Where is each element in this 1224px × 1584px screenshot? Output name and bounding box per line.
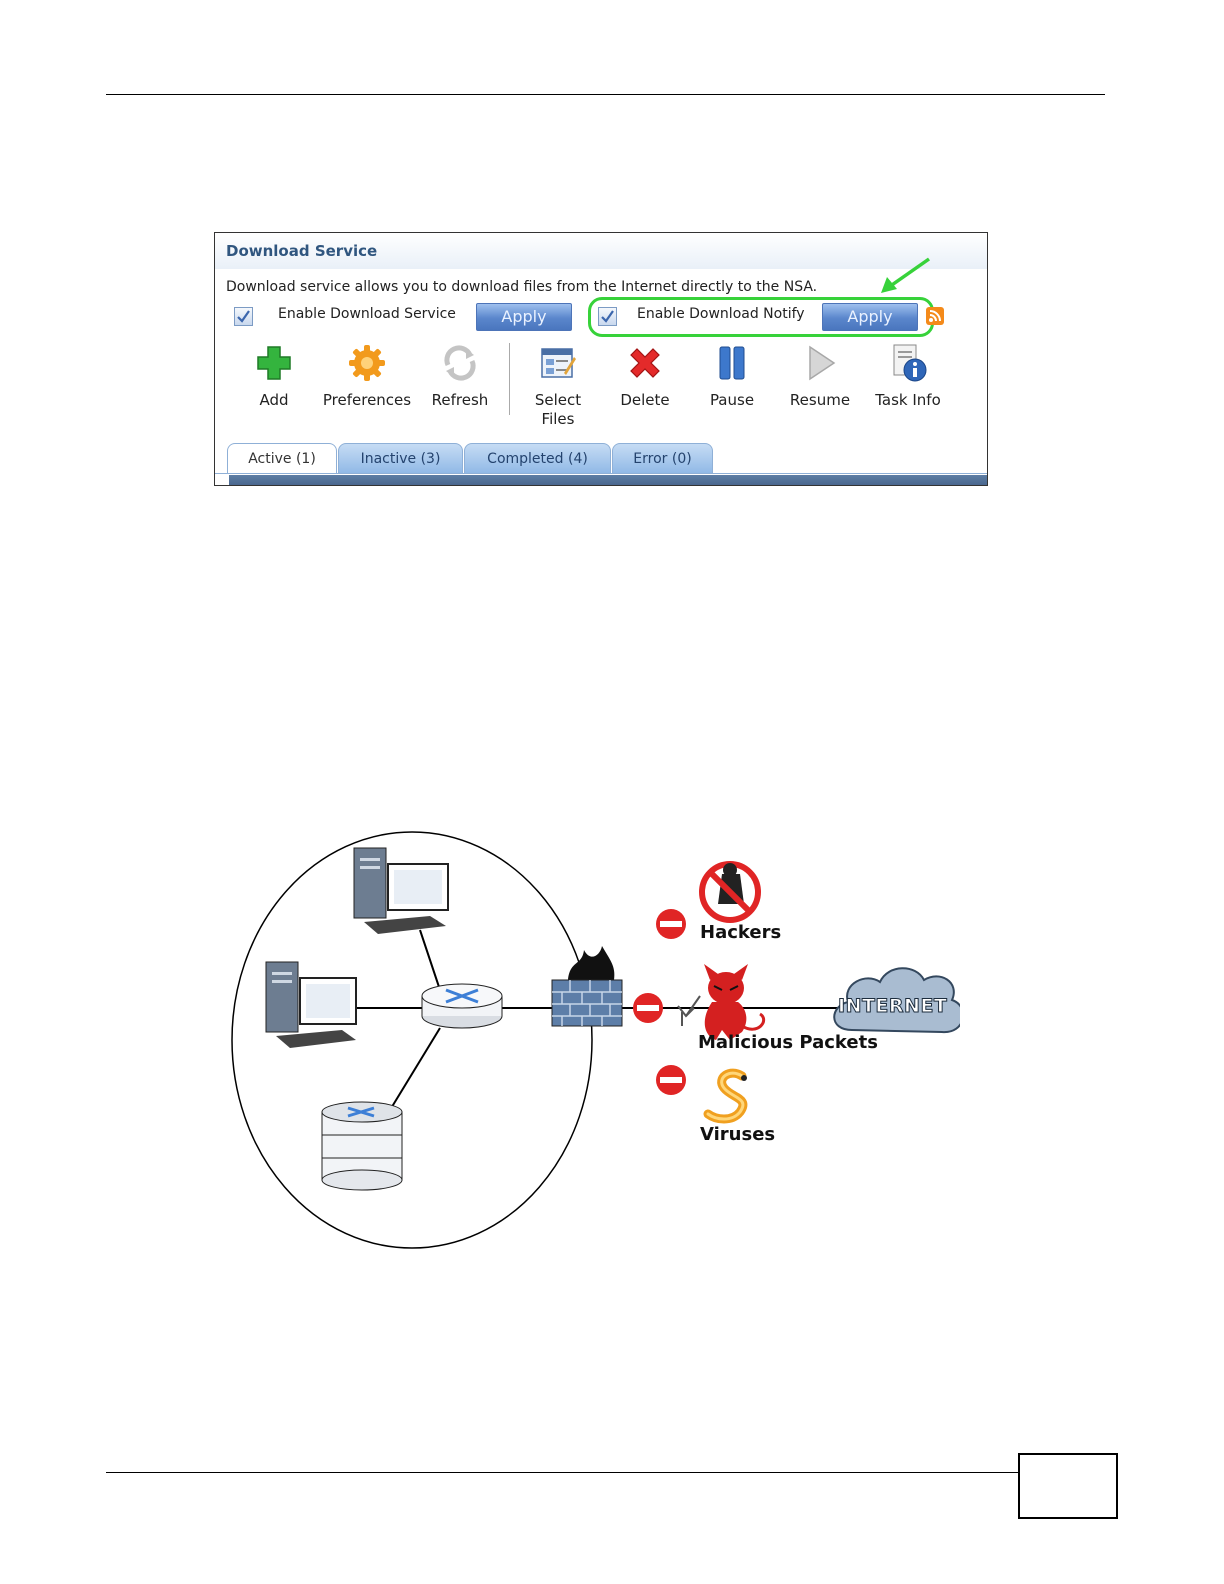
toolbar-task-info[interactable]: Task Info [858, 343, 958, 410]
devil-icon [677, 964, 766, 1040]
computer-icon [353, 847, 449, 934]
footer-rule [106, 1472, 1018, 1473]
toolbar-preferences[interactable]: Preferences [317, 343, 417, 410]
tab-error[interactable]: Error (0) [612, 443, 713, 474]
toolbar-label: Select Files [534, 391, 582, 428]
toolbar-separator [509, 343, 510, 415]
delete-icon [625, 343, 665, 383]
block-icon [633, 993, 663, 1023]
tab-completed[interactable]: Completed (4) [464, 443, 611, 474]
firewall-diagram: Hackers Malicious Packets Viruses INTERN… [230, 830, 965, 1264]
toolbar-label: Task Info [875, 391, 941, 409]
hacker-icon [699, 861, 761, 923]
gear-icon [347, 343, 387, 383]
arrow-icon [881, 257, 931, 293]
server-icon [321, 1101, 403, 1191]
tab-active[interactable]: Active (1) [227, 443, 337, 474]
firewall-icon [551, 946, 623, 1027]
panel-title-bar: Download Service [215, 233, 987, 269]
apply-notify-button[interactable]: Apply [822, 303, 918, 331]
hackers-label: Hackers [700, 922, 782, 943]
service-description: Download service allows you to download … [226, 279, 818, 295]
add-icon [254, 343, 294, 383]
malicious-packets-label: Malicious Packets [698, 1032, 878, 1053]
toolbar-add[interactable]: Add [224, 343, 324, 410]
download-service-panel: Download Service Download service allows… [214, 232, 988, 486]
lan-boundary [231, 831, 593, 1249]
toolbar-label: Pause [709, 391, 755, 409]
toolbar-label: Delete [620, 391, 670, 409]
page-number-box [1018, 1453, 1118, 1519]
enable-download-notify-checkbox[interactable] [598, 307, 617, 326]
computer-icon [265, 961, 357, 1048]
router-icon [421, 983, 503, 1029]
toolbar-delete[interactable]: Delete [595, 343, 695, 410]
block-icon [656, 909, 686, 939]
tab-strip-line [215, 473, 987, 474]
toolbar-pause[interactable]: Pause [682, 343, 782, 410]
apply-service-button[interactable]: Apply [476, 303, 572, 331]
toolbar-label: Refresh [431, 391, 489, 409]
pause-icon [712, 343, 752, 383]
toolbar-select-files[interactable]: Select Files [508, 343, 608, 429]
block-icon [656, 1065, 686, 1095]
diagram-graphic [231, 831, 965, 1249]
refresh-icon [440, 343, 480, 383]
toolbar-resume[interactable]: Resume [770, 343, 870, 410]
resume-icon [800, 343, 840, 383]
toolbar-label: Add [259, 391, 289, 409]
info-icon [888, 343, 928, 383]
grid-header [229, 475, 987, 485]
enable-download-service-checkbox[interactable] [234, 307, 253, 326]
viruses-label: Viruses [700, 1124, 776, 1145]
enable-download-service-label: Enable Download Service [278, 306, 456, 322]
tab-inactive[interactable]: Inactive (3) [338, 443, 463, 474]
worm-icon [703, 1068, 748, 1124]
enable-download-notify-label: Enable Download Notify [637, 306, 805, 322]
internet-label: INTERNET [837, 995, 948, 1018]
toolbar-refresh[interactable]: Refresh [410, 343, 510, 410]
select-files-icon [538, 343, 578, 383]
toolbar-label: Preferences [322, 391, 412, 409]
header-rule [106, 94, 1105, 95]
panel-title: Download Service [226, 242, 378, 260]
rss-icon[interactable] [926, 307, 944, 325]
toolbar-label: Resume [789, 391, 851, 409]
